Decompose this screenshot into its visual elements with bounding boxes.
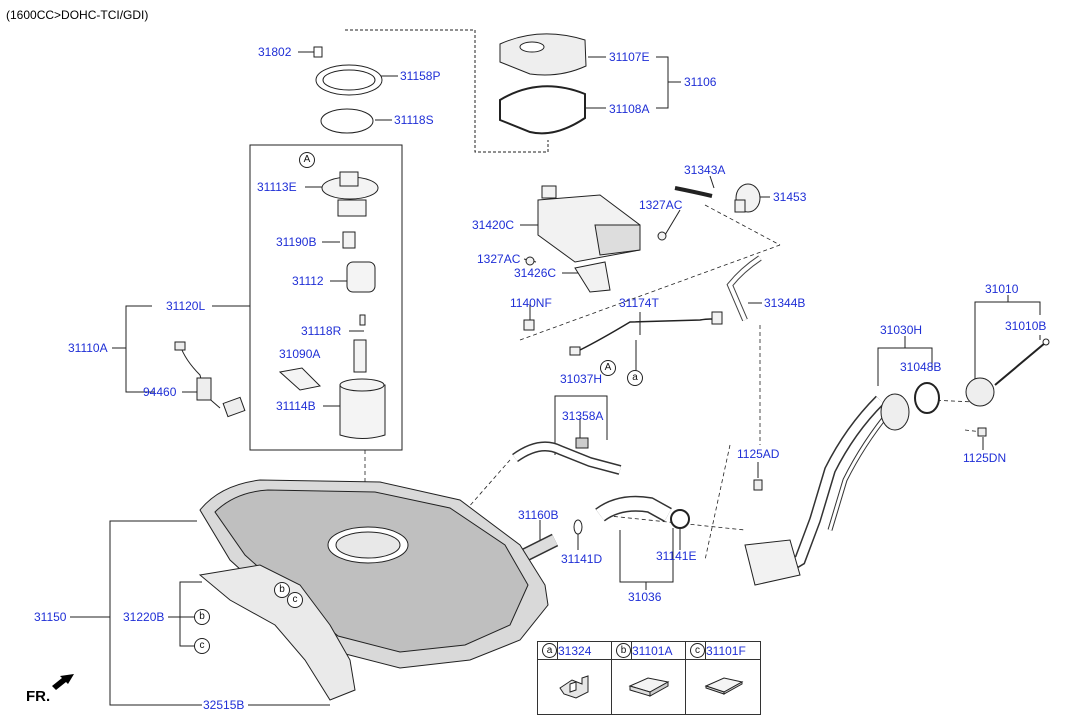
marker-b-shield: b <box>274 582 290 598</box>
legend-mark-c: c <box>690 643 705 658</box>
callout-31106[interactable]: 31106 <box>684 75 717 89</box>
legend-code-31324[interactable]: 31324 <box>558 644 592 658</box>
callout-1327AC-upper[interactable]: 1327AC <box>639 198 683 212</box>
callout-31160B[interactable]: 31160B <box>518 508 559 522</box>
callout-31113E[interactable]: 31113E <box>257 180 297 194</box>
callout-31010[interactable]: 31010 <box>985 282 1019 296</box>
callout-31118R[interactable]: 31118R <box>301 324 342 338</box>
legend-cell-a: a 31324 <box>538 642 612 714</box>
pad-block-icon <box>628 677 670 697</box>
legend-cell-b: b 31101A <box>612 642 686 714</box>
engine-spec-caption: (1600CC>DOHC-TCI/GDI) <box>6 8 149 22</box>
callout-31358A[interactable]: 31358A <box>562 409 604 423</box>
callout-31426C[interactable]: 31426C <box>514 266 557 280</box>
callout-31453[interactable]: 31453 <box>773 190 807 204</box>
callout-31802[interactable]: 31802 <box>258 45 292 59</box>
callout-31090A[interactable]: 31090A <box>279 347 321 361</box>
clip-icon <box>559 675 589 699</box>
legend-mark-b: b <box>616 643 631 658</box>
pad-sheet-icon <box>704 677 744 695</box>
marker-c-shield: c <box>287 592 303 608</box>
callout-31114B[interactable]: 31114B <box>276 399 316 413</box>
legend-table: a 31324 b 31101A c <box>537 641 761 715</box>
callout-31037H[interactable]: 31037H <box>560 372 603 386</box>
callout-31112[interactable]: 31112 <box>292 274 324 288</box>
callout-31110A[interactable]: 31110A <box>68 341 108 355</box>
callout-94460[interactable]: 94460 <box>143 385 177 399</box>
marker-A-line: A <box>600 360 616 376</box>
callout-32515B[interactable]: 32515B <box>203 698 245 712</box>
gasket-shape <box>499 85 586 135</box>
marker-b-callout: b <box>194 609 210 625</box>
callout-31036[interactable]: 31036 <box>628 590 662 604</box>
callout-1327AC-lower[interactable]: 1327AC <box>477 252 521 266</box>
cover-plate-107-shape <box>499 33 587 76</box>
heat-shield-shape <box>198 564 356 701</box>
marker-a-line: a <box>627 370 643 386</box>
callout-31141E[interactable]: 31141E <box>656 549 697 563</box>
front-label: FR. <box>26 688 51 705</box>
callout-31174T[interactable]: 31174T <box>619 296 659 310</box>
legend-code-31101A[interactable]: 31101A <box>632 644 673 658</box>
callout-31108A[interactable]: 31108A <box>609 102 650 116</box>
callout-31344B[interactable]: 31344B <box>764 296 806 310</box>
callout-1125DN[interactable]: 1125DN <box>963 451 1007 465</box>
front-arrow-icon <box>52 674 74 690</box>
pump-module-frame <box>249 144 403 451</box>
legend-mark-a: a <box>542 643 557 658</box>
callout-31343A[interactable]: 31343A <box>684 163 726 177</box>
legend-cell-c: c 31101F <box>686 642 760 714</box>
marker-A-pump: A <box>299 152 315 168</box>
callout-31141D[interactable]: 31141D <box>561 552 603 566</box>
callout-31010B[interactable]: 31010B <box>1005 319 1047 333</box>
callout-31107E[interactable]: 31107E <box>609 50 650 64</box>
callout-31150[interactable]: 31150 <box>34 610 67 624</box>
callout-31420C[interactable]: 31420C <box>472 218 515 232</box>
seal-ring-shape <box>320 108 374 134</box>
callout-31220B[interactable]: 31220B <box>123 610 165 624</box>
callout-31048B[interactable]: 31048B <box>900 360 942 374</box>
callout-31120L[interactable]: 31120L <box>166 299 206 313</box>
callout-31030H[interactable]: 31030H <box>880 323 923 337</box>
marker-c-callout: c <box>194 638 210 654</box>
callout-31118S[interactable]: 31118S <box>394 113 434 127</box>
callout-1125AD[interactable]: 1125AD <box>737 447 780 461</box>
legend-code-31101F[interactable]: 31101F <box>706 644 746 658</box>
callout-31190B[interactable]: 31190B <box>276 235 317 249</box>
callout-31158P[interactable]: 31158P <box>400 69 441 83</box>
callout-1140NF[interactable]: 1140NF <box>510 296 552 310</box>
